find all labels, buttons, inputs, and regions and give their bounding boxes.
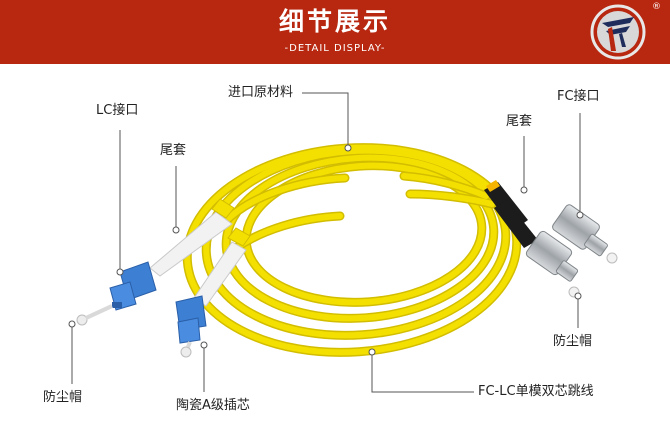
registered-mark: ® [652, 2, 661, 12]
label-dust-cap-left: 防尘帽 [43, 390, 83, 405]
header-banner: 细节展示 -DETAIL DISPLAY- ® [0, 0, 670, 64]
label-boot-right: 尾套 [506, 114, 533, 129]
brand-logo-icon [590, 4, 646, 60]
fc-connector-upper [552, 204, 618, 264]
label-cable-model: FC-LC单模双芯跳线 [478, 384, 594, 399]
lc-boot-lower [193, 227, 251, 307]
lc-connector-lower [175, 295, 207, 358]
label-lc-connector: LC接口 [96, 103, 139, 118]
lc-boot-upper [149, 198, 235, 277]
label-ceramic-ferrule: 陶瓷A级插芯 [176, 398, 250, 413]
fc-boot-black [484, 180, 538, 248]
callout-lines [68, 92, 584, 393]
patch-cable-illustration [68, 92, 618, 393]
label-boot-left: 尾套 [160, 143, 187, 158]
label-fc-connector: FC接口 [557, 89, 600, 104]
banner-title: 细节展示 [278, 7, 391, 36]
label-raw-material: 进口原材料 [228, 85, 294, 100]
banner-subtitle: -DETAIL DISPLAY- [284, 43, 386, 54]
lc-connector-upper [76, 261, 157, 326]
label-dust-cap-right: 防尘帽 [553, 334, 593, 349]
cable-coil [182, 143, 522, 357]
